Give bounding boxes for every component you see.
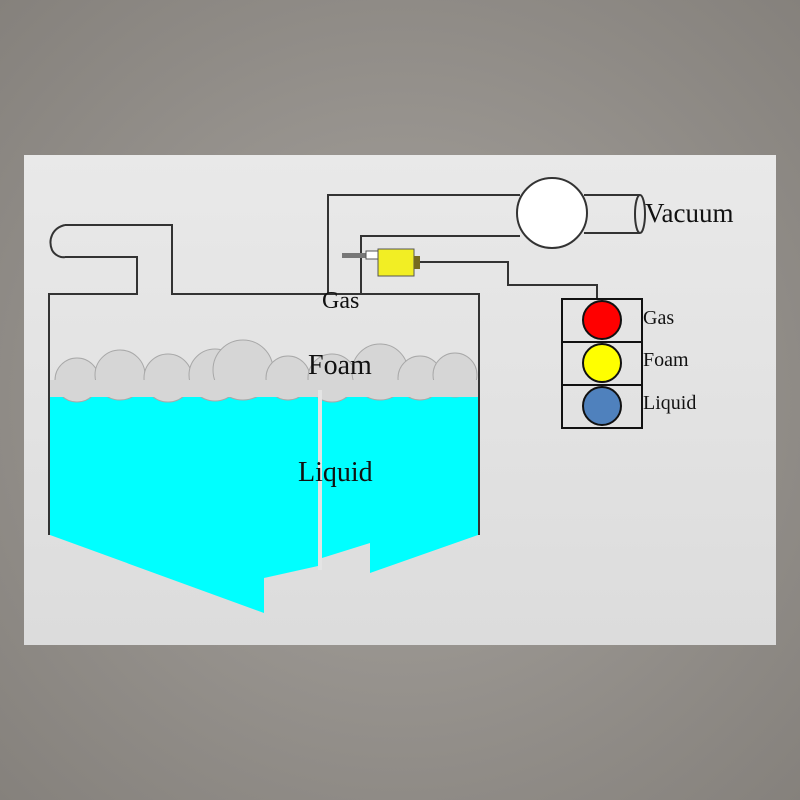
liquid-left: [50, 397, 318, 613]
gas-lamp: [582, 300, 622, 340]
label-gas: Gas: [322, 288, 359, 314]
indicator-panel: [561, 298, 643, 429]
indicator-label-gas: Gas: [643, 307, 674, 329]
foam-lamp: [582, 343, 622, 383]
indicator-label-liquid: Liquid: [643, 392, 696, 414]
vacuum-pump: [516, 177, 588, 249]
label-liquid: Liquid: [298, 457, 373, 488]
label-foam: Foam: [308, 350, 372, 381]
foam-base: [50, 380, 478, 397]
tank-outline: [48, 194, 646, 535]
liquid-lamp: [582, 386, 622, 426]
label-vacuum: Vacuum: [645, 198, 733, 228]
liquid-right: [322, 397, 478, 573]
baffle: [318, 390, 322, 570]
indicator-label-foam: Foam: [643, 349, 689, 371]
foam-sensor: [342, 248, 420, 277]
